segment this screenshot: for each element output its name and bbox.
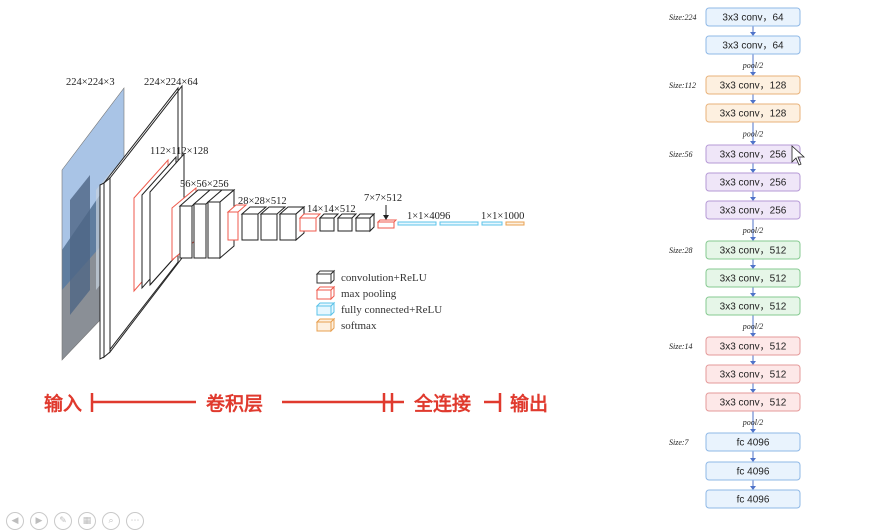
stage-input-label: 输入 bbox=[44, 392, 82, 415]
arrow-down-icon bbox=[750, 429, 756, 433]
stage-fc-label: 全连接 bbox=[413, 392, 471, 415]
layer-block bbox=[705, 172, 801, 192]
layer-label: fc 4096 bbox=[737, 495, 770, 506]
layer-label: 3x3 conv，256 bbox=[720, 150, 787, 161]
arrow-down-icon bbox=[750, 237, 756, 241]
size-label: Size:112 bbox=[669, 81, 696, 90]
layer-block bbox=[705, 268, 801, 288]
arrow-down-icon bbox=[750, 32, 756, 36]
layer-block bbox=[705, 336, 801, 356]
conv4-blocks bbox=[226, 204, 306, 242]
layer-block bbox=[705, 35, 801, 55]
stage-annotation: 输入 卷积层 全连接 输出 bbox=[44, 392, 548, 415]
pool-label: pool/2 bbox=[742, 226, 763, 235]
pool-label: pool/2 bbox=[742, 130, 763, 139]
legend-label: convolution+ReLU bbox=[341, 272, 427, 284]
slide-toolbar: ◀ ▶ ✎ ▦ ⌕ ⋯ bbox=[6, 512, 144, 530]
pen-icon[interactable]: ✎ bbox=[54, 512, 72, 530]
stage-output-label: 输出 bbox=[510, 392, 548, 415]
pool-label: pool/2 bbox=[742, 322, 763, 331]
dimension-labels: 224×224×3 224×224×64 112×112×128 56×56×2… bbox=[66, 77, 524, 222]
layer-label: 3x3 conv，256 bbox=[720, 206, 787, 217]
layer-label: 3x3 conv，512 bbox=[720, 302, 787, 313]
layer-label: 3x3 conv，128 bbox=[720, 109, 787, 120]
arrow-down-icon bbox=[750, 169, 756, 173]
layer-block bbox=[705, 364, 801, 384]
arrow-down-icon bbox=[750, 486, 756, 490]
vgg16-architecture-chart: 3x3 conv，64 Size:224 3x3 conv，64 3x3 conv，1… bbox=[669, 7, 801, 509]
layer-block bbox=[705, 240, 801, 260]
dim-label: 1×1×1000 bbox=[481, 211, 524, 222]
legend: convolution+ReLU max pooling fully conne… bbox=[315, 269, 442, 333]
conv3-blocks bbox=[171, 186, 236, 262]
arrow-down-icon bbox=[750, 100, 756, 104]
pool-label: pool/2 bbox=[742, 418, 763, 427]
dim-label: 1×1×4096 bbox=[407, 211, 450, 222]
dim-label: 7×7×512 bbox=[364, 193, 402, 204]
dim-label: 28×28×512 bbox=[238, 196, 287, 207]
arrow-down-icon bbox=[750, 389, 756, 393]
layer-label: 3x3 conv，512 bbox=[720, 274, 787, 285]
pool5-block bbox=[376, 205, 398, 229]
layer-block bbox=[705, 296, 801, 316]
size-label: Size:56 bbox=[669, 150, 693, 159]
arrow-down-icon bbox=[750, 458, 756, 462]
layer-label: 3x3 conv，64 bbox=[722, 13, 784, 24]
size-label: Size:14 bbox=[669, 342, 693, 351]
layer-block bbox=[705, 392, 801, 412]
arrow-down-icon bbox=[750, 265, 756, 269]
prev-slide-icon[interactable]: ◀ bbox=[6, 512, 24, 530]
more-options-icon[interactable]: ⋯ bbox=[126, 512, 144, 530]
legend-item: max pooling bbox=[315, 285, 397, 301]
size-label: Size:28 bbox=[669, 246, 693, 255]
layer-block bbox=[705, 432, 801, 452]
layer-block bbox=[705, 7, 801, 27]
layer-block bbox=[705, 461, 801, 481]
legend-label: fully connected+ReLU bbox=[341, 304, 442, 316]
zoom-icon[interactable]: ⌕ bbox=[102, 512, 120, 530]
layer-label: fc 4096 bbox=[737, 438, 770, 449]
mouse-cursor-icon bbox=[791, 145, 806, 166]
fc-blocks bbox=[397, 221, 525, 226]
layer-label: 3x3 conv，64 bbox=[722, 41, 784, 52]
layer-block bbox=[705, 75, 801, 95]
arrow-down-icon bbox=[750, 333, 756, 337]
pool-label: pool/2 bbox=[742, 61, 763, 70]
slides-grid-icon[interactable]: ▦ bbox=[78, 512, 96, 530]
network-diagram: 224×224×3 224×224×64 112×112×128 56×56×2… bbox=[44, 77, 548, 415]
arrow-down-icon bbox=[750, 141, 756, 145]
layer-block bbox=[705, 103, 801, 123]
layer-label: 3x3 conv，128 bbox=[720, 81, 787, 92]
stage-conv-label: 卷积层 bbox=[205, 392, 263, 415]
dim-label: 224×224×3 bbox=[66, 77, 115, 88]
layer-label: 3x3 conv，512 bbox=[720, 246, 787, 257]
next-slide-icon[interactable]: ▶ bbox=[30, 512, 48, 530]
dim-label: 14×14×512 bbox=[307, 204, 356, 215]
arrow-down-icon bbox=[750, 361, 756, 365]
dim-label: 56×56×256 bbox=[180, 179, 229, 190]
layer-label: 3x3 conv，256 bbox=[720, 178, 787, 189]
layer-block bbox=[705, 200, 801, 220]
conv5-blocks bbox=[298, 212, 376, 233]
size-label: Size:7 bbox=[669, 438, 690, 447]
layer-label: fc 4096 bbox=[737, 467, 770, 478]
arrow-down-icon bbox=[750, 197, 756, 201]
layer-label: 3x3 conv，512 bbox=[720, 370, 787, 381]
size-label: Size:224 bbox=[669, 13, 697, 22]
legend-item: convolution+ReLU bbox=[315, 269, 427, 285]
legend-item: softmax bbox=[315, 317, 377, 333]
layer-label: 3x3 conv，512 bbox=[720, 342, 787, 353]
dim-label: 224×224×64 bbox=[144, 77, 199, 88]
legend-label: max pooling bbox=[341, 288, 397, 300]
dim-label: 112×112×128 bbox=[150, 146, 208, 157]
legend-label: softmax bbox=[341, 320, 377, 332]
layer-label: 3x3 conv，512 bbox=[720, 398, 787, 409]
arrow-down-icon bbox=[750, 72, 756, 76]
legend-item: fully connected+ReLU bbox=[315, 301, 442, 317]
layer-block bbox=[705, 489, 801, 509]
arrow-down-icon bbox=[750, 293, 756, 297]
